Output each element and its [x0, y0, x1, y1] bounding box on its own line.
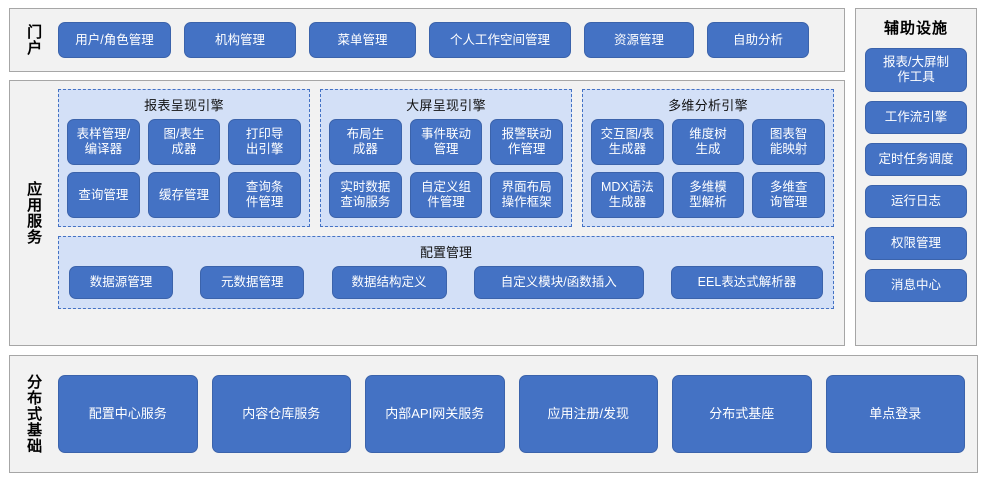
distributed-foundation-label: 分布式基础 — [25, 374, 43, 454]
portal-button-menu[interactable]: 菜单管理 — [309, 22, 416, 58]
engine-item[interactable]: 查询条 件管理 — [228, 172, 301, 218]
distributed-item-content-repository[interactable]: 内容仓库服务 — [211, 375, 351, 453]
config-item-datasource[interactable]: 数据源管理 — [69, 266, 173, 299]
auxiliary-item-message-center[interactable]: 消息中心 — [865, 269, 967, 302]
engine-item[interactable]: 界面布局 操作框架 — [490, 172, 563, 218]
engine-bigscreen-rendering: 大屏呈现引擎 布局生 成器 事件联动 管理 报警联动 作管理 实时数据 查询服务… — [320, 89, 572, 227]
auxiliary-item-workflow-engine[interactable]: 工作流引擎 — [865, 101, 967, 134]
engine-item[interactable]: MDX语法 生成器 — [591, 172, 664, 218]
application-services-body: 报表呈现引擎 表样管理/ 编译器 图/表生 成器 打印导 出引擎 查询管理 缓存… — [56, 81, 844, 345]
engine-item[interactable]: 多维查 询管理 — [752, 172, 825, 218]
engine-item[interactable]: 多维模 型解析 — [671, 172, 745, 218]
application-services-panel: 应用服务 报表呈现引擎 表样管理/ 编译器 图/表生 成器 打印导 出引擎 查询… — [9, 80, 845, 346]
auxiliary-item-permission-management[interactable]: 权限管理 — [865, 227, 967, 260]
engine-item[interactable]: 打印导 出引擎 — [228, 119, 301, 165]
config-item-metadata[interactable]: 元数据管理 — [200, 266, 305, 299]
engine-items: 交互图/表 生成器 维度树 生成 图表智 能映射 MDX语法 生成器 多维模 型… — [591, 119, 825, 218]
config-item-eel-parser[interactable]: EEL表达式解析器 — [671, 266, 823, 299]
engine-item[interactable]: 查询管理 — [67, 172, 140, 218]
auxiliary-panel: 辅助设施 报表/大屏制 作工具 工作流引擎 定时任务调度 运行日志 权限管理 消… — [855, 8, 977, 346]
engine-item[interactable]: 图/表生 成器 — [147, 119, 221, 165]
engine-report-rendering: 报表呈现引擎 表样管理/ 编译器 图/表生 成器 打印导 出引擎 查询管理 缓存… — [58, 89, 310, 227]
engine-item[interactable]: 自定义组 件管理 — [409, 172, 483, 218]
engine-title: 报表呈现引擎 — [144, 98, 224, 113]
auxiliary-item-scheduled-tasks[interactable]: 定时任务调度 — [865, 143, 967, 176]
auxiliary-item-runtime-logs[interactable]: 运行日志 — [865, 185, 967, 218]
distributed-item-app-registry[interactable]: 应用注册/发现 — [518, 375, 658, 453]
engine-items: 表样管理/ 编译器 图/表生 成器 打印导 出引擎 查询管理 缓存管理 查询条 … — [67, 119, 301, 218]
engine-items: 布局生 成器 事件联动 管理 报警联动 作管理 实时数据 查询服务 自定义组 件… — [329, 119, 563, 218]
auxiliary-item-report-bigscreen-tool[interactable]: 报表/大屏制 作工具 — [865, 48, 967, 92]
engine-item[interactable]: 实时数据 查询服务 — [329, 172, 402, 218]
config-management-group: 配置管理 数据源管理 元数据管理 数据结构定义 自定义模块/函数插入 EEL表达… — [58, 236, 834, 309]
engine-title: 多维分析引擎 — [668, 98, 748, 113]
auxiliary-title: 辅助设施 — [883, 20, 948, 37]
engine-title: 大屏呈现引擎 — [406, 98, 486, 113]
config-item-data-structure[interactable]: 数据结构定义 — [331, 266, 447, 299]
portal-label: 门户 — [25, 24, 43, 56]
top-area: 门户 用户/角色管理 机构管理 菜单管理 个人工作空间管理 资源管理 自助分析 … — [9, 8, 978, 346]
distributed-foundation-panel: 分布式基础 配置中心服务 内容仓库服务 内部API网关服务 应用注册/发现 分布… — [9, 355, 978, 473]
portal-button-user-role[interactable]: 用户/角色管理 — [58, 22, 171, 58]
portal-button-organization[interactable]: 机构管理 — [184, 22, 296, 58]
config-item-custom-module[interactable]: 自定义模块/函数插入 — [473, 266, 644, 299]
portal-buttons: 用户/角色管理 机构管理 菜单管理 个人工作空间管理 资源管理 自助分析 — [56, 9, 844, 71]
engine-item[interactable]: 布局生 成器 — [329, 119, 402, 165]
config-management-items: 数据源管理 元数据管理 数据结构定义 自定义模块/函数插入 EEL表达式解析器 — [69, 266, 823, 299]
engine-item[interactable]: 交互图/表 生成器 — [591, 119, 664, 165]
engine-item[interactable]: 缓存管理 — [147, 172, 221, 218]
distributed-item-api-gateway[interactable]: 内部API网关服务 — [365, 375, 505, 453]
distributed-item-single-sign-on[interactable]: 单点登录 — [825, 375, 965, 453]
portal-panel: 门户 用户/角色管理 机构管理 菜单管理 个人工作空间管理 资源管理 自助分析 — [9, 8, 845, 72]
left-column: 门户 用户/角色管理 机构管理 菜单管理 个人工作空间管理 资源管理 自助分析 … — [9, 8, 845, 346]
engine-item[interactable]: 表样管理/ 编译器 — [67, 119, 140, 165]
application-services-label: 应用服务 — [25, 181, 43, 245]
portal-button-self-service-analysis[interactable]: 自助分析 — [707, 22, 809, 58]
portal-button-workspace[interactable]: 个人工作空间管理 — [429, 22, 571, 58]
distributed-item-distributed-base[interactable]: 分布式基座 — [672, 375, 812, 453]
engine-item[interactable]: 报警联动 作管理 — [490, 119, 563, 165]
config-management-title: 配置管理 — [419, 245, 472, 260]
engine-item[interactable]: 图表智 能映射 — [752, 119, 825, 165]
engine-multidimensional-analysis: 多维分析引擎 交互图/表 生成器 维度树 生成 图表智 能映射 MDX语法 生成… — [582, 89, 834, 227]
distributed-item-config-center[interactable]: 配置中心服务 — [58, 375, 198, 453]
portal-button-resource[interactable]: 资源管理 — [584, 22, 694, 58]
engine-item[interactable]: 事件联动 管理 — [409, 119, 483, 165]
engines-row: 报表呈现引擎 表样管理/ 编译器 图/表生 成器 打印导 出引擎 查询管理 缓存… — [58, 89, 834, 227]
distributed-foundation-items: 配置中心服务 内容仓库服务 内部API网关服务 应用注册/发现 分布式基座 单点… — [56, 356, 977, 472]
engine-item[interactable]: 维度树 生成 — [671, 119, 745, 165]
